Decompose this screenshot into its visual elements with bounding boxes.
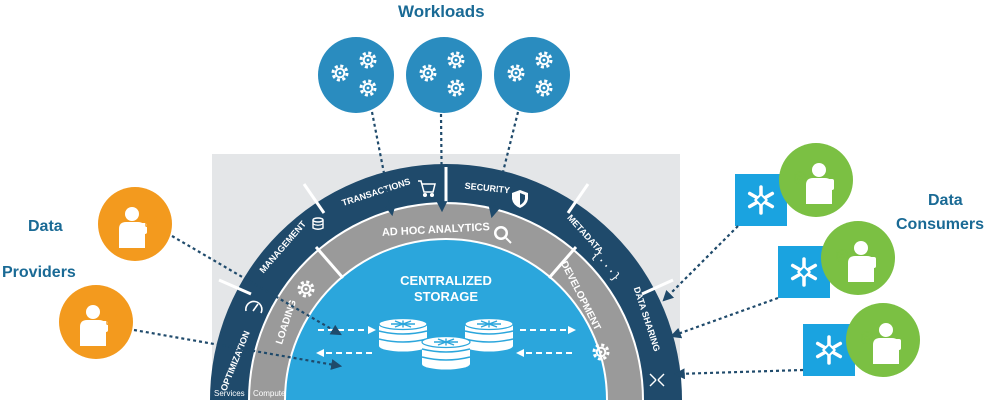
workloads-title: Workloads (398, 2, 485, 21)
middle-ring-separators (314, 246, 578, 279)
data-consumer-2 (778, 221, 895, 298)
consumers-label-line1: Data (928, 192, 963, 209)
data-consumer-3 (803, 303, 920, 377)
corner-label-compute: Compute (253, 389, 286, 398)
storage-title-line2: STORAGE (414, 289, 478, 304)
ring-label-ad-hoc-analytics: AD HOC ANALYTICS (382, 221, 490, 239)
storage-flow-arrows (318, 329, 572, 354)
storage-arrowheads (316, 326, 576, 357)
share-icon (649, 373, 665, 387)
corner-label-services: Services (214, 389, 245, 398)
shield-icon (512, 190, 528, 208)
data-consumer-1 (735, 143, 853, 226)
storage-title-line1: CENTRALIZED (400, 273, 492, 288)
cart-icon (418, 180, 436, 198)
workload-2 (406, 37, 482, 113)
provider-connectors (133, 235, 343, 370)
providers-label-line2: Providers (2, 264, 76, 281)
consumers-label-line2: Consumers (896, 216, 985, 233)
analytics-icon (494, 226, 512, 244)
data-provider-2 (59, 285, 133, 359)
outer-ring-separators (218, 167, 674, 296)
workload-1 (318, 37, 394, 113)
data-provider-1 (98, 187, 172, 261)
consumer-connectors (662, 225, 804, 380)
workload-3 (494, 37, 570, 113)
storage-core (286, 240, 606, 400)
providers-label-line1: Data (28, 218, 63, 235)
workload-connectors (370, 111, 520, 219)
dashboard-icon (245, 300, 263, 314)
